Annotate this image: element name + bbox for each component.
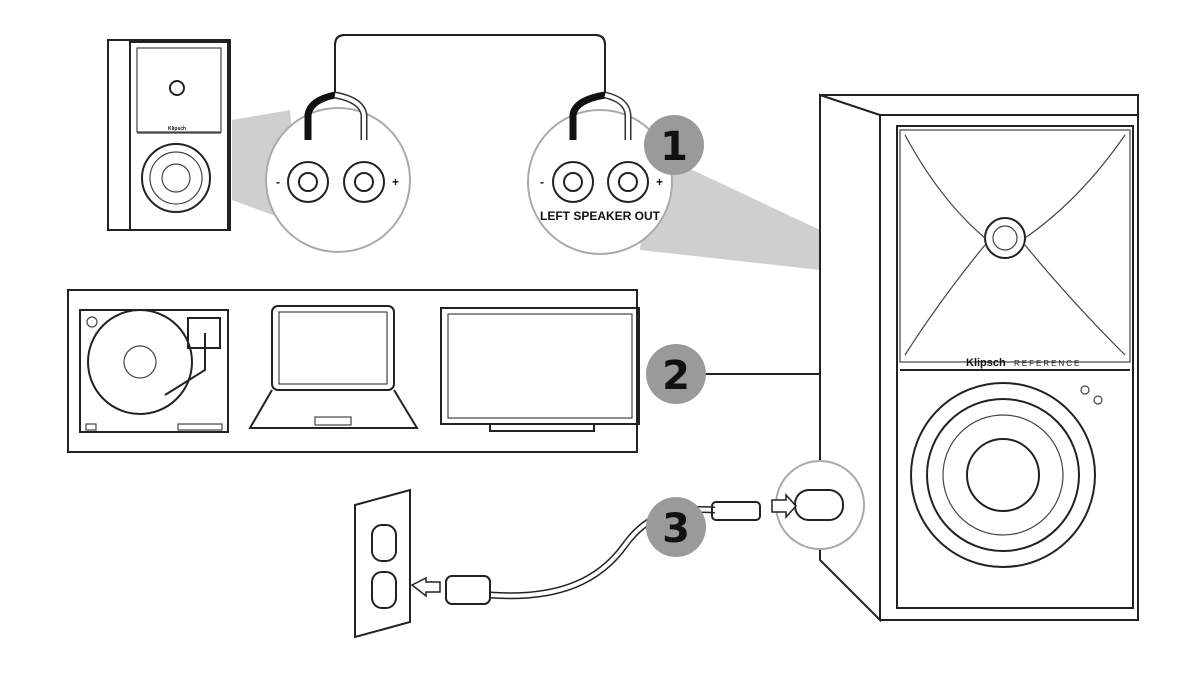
right-terminal-callout: - + LEFT SPEAKER OUT (528, 95, 672, 254)
step-2-number: 2 (662, 353, 690, 399)
laptop (250, 306, 417, 428)
television (441, 308, 639, 431)
right-positive-label: + (656, 175, 663, 189)
wall-outlet (355, 490, 440, 637)
right-speaker: Klipsch REFERENCE (820, 95, 1138, 620)
left-negative-label: - (276, 175, 280, 189)
left-positive-label: + (392, 175, 399, 189)
left-speaker-brand: Klipsch (168, 126, 186, 132)
turntable (80, 310, 228, 432)
right-negative-label: - (540, 175, 544, 189)
left-speaker-out-label: LEFT SPEAKER OUT (540, 209, 661, 223)
audio-sources-panel (68, 290, 639, 452)
step-1-number: 1 (660, 124, 688, 170)
speaker-cable (335, 35, 605, 95)
right-speaker-line: REFERENCE (1014, 359, 1081, 368)
right-speaker-brand: Klipsch (966, 357, 1006, 369)
step-3-number: 3 (662, 506, 690, 552)
left-speaker: Klipsch (108, 40, 230, 230)
